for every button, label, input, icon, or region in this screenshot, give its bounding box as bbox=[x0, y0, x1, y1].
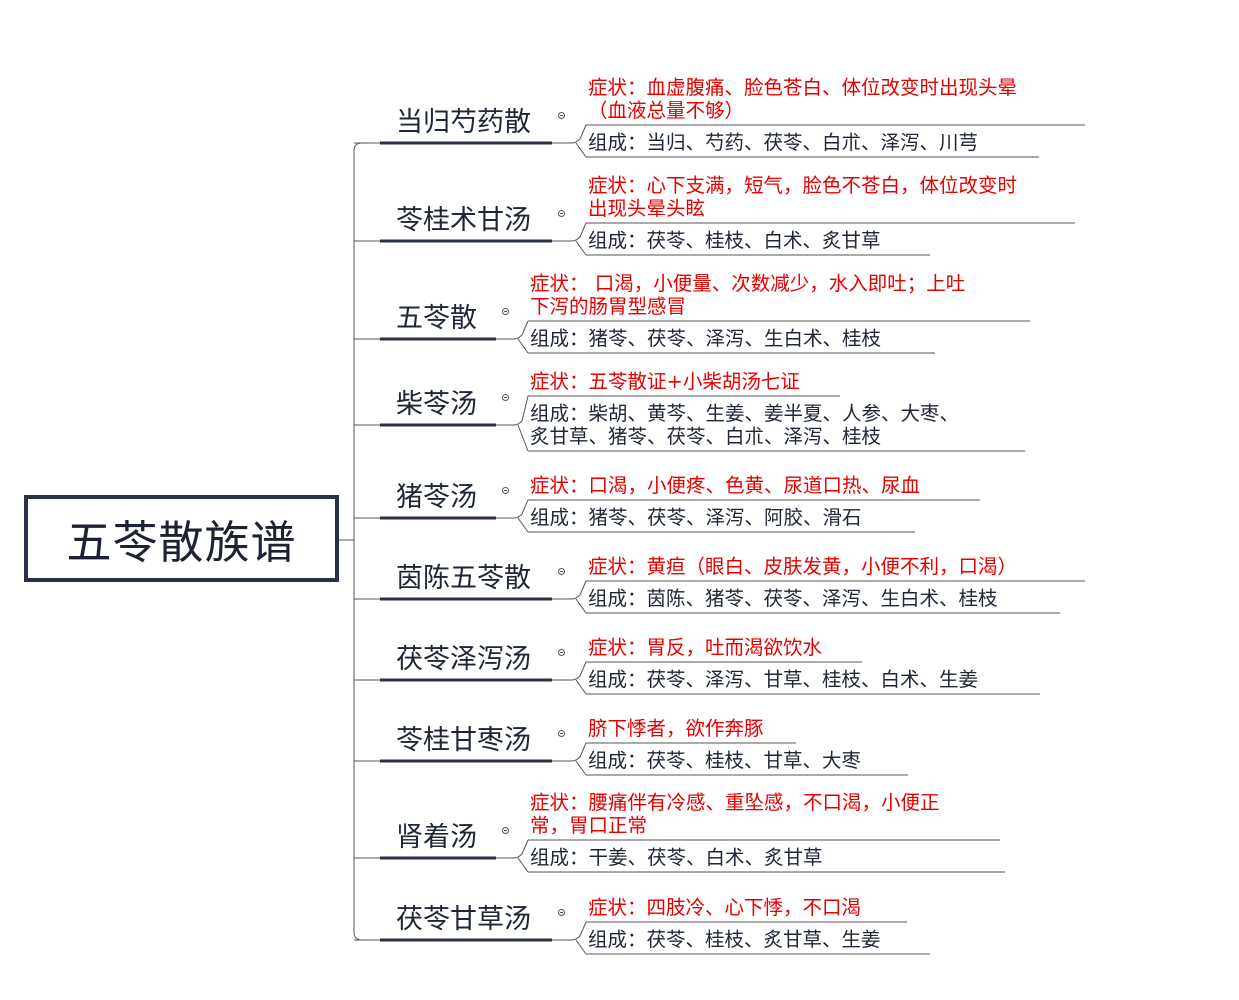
collapse-toggle-icon[interactable] bbox=[502, 827, 509, 834]
collapse-toggle-icon[interactable] bbox=[558, 909, 565, 916]
branch-name[interactable]: 茵陈五苓散 bbox=[396, 563, 531, 594]
branch-name[interactable]: 五苓散 bbox=[396, 303, 477, 334]
symptom-text: 症状：黄疸（眼白、皮肤发黄，小便不利，口渴） bbox=[588, 555, 1018, 578]
composition-connector-line bbox=[517, 338, 529, 354]
composition-text: 组成：茯苓、桂枝、甘草、大枣 bbox=[588, 749, 862, 772]
composition-text: 组成：茵陈、猪苓、茯苓、泽泻、生白术、桂枝 bbox=[588, 587, 998, 610]
symptom-connector-line bbox=[496, 395, 529, 426]
collapse-toggle-icon[interactable] bbox=[502, 487, 509, 494]
symptom-connector-line bbox=[496, 499, 529, 519]
symptom-text: 常，胃口正常 bbox=[530, 814, 648, 837]
composition-text: 组成：猪苓、茯苓、泽泻、生白术、桂枝 bbox=[530, 327, 882, 350]
composition-text: 组成：茯苓、泽泻、甘草、桂枝、白术、生姜 bbox=[588, 668, 979, 691]
symptom-text: 症状：腰痛伴有冷感、重坠感，不口渴，小便正 bbox=[530, 791, 940, 814]
symptom-text: 下泻的肠胃型感冒 bbox=[530, 295, 687, 318]
composition-text: 组成：柴胡、黄芩、生姜、姜半夏、人参、大枣、 bbox=[530, 402, 960, 425]
composition-connector-line bbox=[575, 142, 587, 158]
branch-name[interactable]: 肾着汤 bbox=[396, 822, 477, 853]
symptom-text: 症状：胃反，吐而渴欲饮水 bbox=[588, 636, 823, 659]
branch-name[interactable]: 苓桂术甘汤 bbox=[396, 205, 531, 236]
root-node[interactable]: 五苓散族谱 bbox=[24, 495, 339, 582]
collapse-toggle-icon[interactable] bbox=[558, 568, 565, 575]
composition-text: 炙甘草、猪苓、茯苓、白朮、泽泻、桂枝 bbox=[530, 425, 882, 448]
branch-name[interactable]: 苓桂甘枣汤 bbox=[396, 725, 531, 756]
symptom-text: 症状：血虚腹痛、脸色苍白、体位改变时出现头晕 bbox=[588, 76, 1018, 99]
symptom-text: 症状：口渴，小便疼、色黄、尿道口热、尿血 bbox=[530, 474, 921, 497]
collapse-toggle-icon[interactable] bbox=[558, 730, 565, 737]
root-title: 五苓散族谱 bbox=[66, 516, 297, 569]
symptom-text: 出现头晕头眩 bbox=[588, 197, 706, 220]
symptom-connector-line bbox=[552, 124, 587, 144]
symptom-connector-line bbox=[552, 921, 587, 941]
branch-name[interactable]: 茯苓甘草汤 bbox=[396, 904, 531, 935]
composition-connector-line bbox=[517, 424, 529, 452]
symptom-connector-line bbox=[496, 320, 529, 340]
symptom-connector-line bbox=[552, 742, 587, 762]
collapse-toggle-icon[interactable] bbox=[502, 394, 509, 401]
collapse-toggle-icon[interactable] bbox=[558, 112, 565, 119]
collapse-toggle-icon[interactable] bbox=[558, 649, 565, 656]
composition-connector-line bbox=[517, 517, 529, 533]
composition-text: 组成：干姜、茯苓、白术、炙甘草 bbox=[530, 846, 823, 869]
trunk-line bbox=[353, 142, 363, 941]
composition-text: 组成：猪苓、茯苓、泽泻、阿胶、滑石 bbox=[530, 506, 862, 529]
collapse-toggle-icon[interactable] bbox=[502, 308, 509, 315]
symptom-connector-line bbox=[552, 661, 587, 681]
symptom-connector-line bbox=[496, 839, 529, 859]
symptom-text: 症状：心下支满，短气，脸色不苍白，体位改变时 bbox=[588, 174, 1018, 197]
symptom-connector-line bbox=[552, 222, 587, 242]
symptom-text: 症状：五苓散证+小柴胡汤七证 bbox=[530, 370, 800, 393]
symptom-text: （血液总量不够） bbox=[588, 99, 745, 122]
branch-name[interactable]: 柴苓汤 bbox=[396, 389, 477, 420]
composition-connector-line bbox=[517, 857, 529, 873]
symptom-text: 症状：四肢冷、心下悸，不口渴 bbox=[588, 896, 862, 919]
symptom-text: 症状： 口渴，小便量、次数减少，水入即吐；上吐 bbox=[530, 272, 966, 295]
composition-connector-line bbox=[575, 240, 587, 256]
composition-connector-line bbox=[575, 760, 587, 776]
symptom-text: 脐下悸者，欲作奔豚 bbox=[588, 717, 764, 740]
collapse-toggle-icon[interactable] bbox=[558, 210, 565, 217]
composition-connector-line bbox=[575, 939, 587, 955]
composition-text: 组成：茯苓、桂枝、白术、炙甘草 bbox=[588, 229, 881, 252]
symptom-connector-line bbox=[552, 580, 587, 600]
branch-name[interactable]: 猪苓汤 bbox=[396, 482, 477, 513]
composition-connector-line bbox=[575, 679, 587, 695]
composition-text: 组成：当归、芍药、茯苓、白朮、泽泻、川芎 bbox=[588, 131, 979, 154]
composition-text: 组成：茯苓、桂枝、炙甘草、生姜 bbox=[588, 928, 881, 951]
branch-name[interactable]: 当归芍药散 bbox=[396, 107, 531, 138]
composition-connector-line bbox=[575, 598, 587, 614]
branch-name[interactable]: 茯苓泽泻汤 bbox=[396, 644, 531, 675]
